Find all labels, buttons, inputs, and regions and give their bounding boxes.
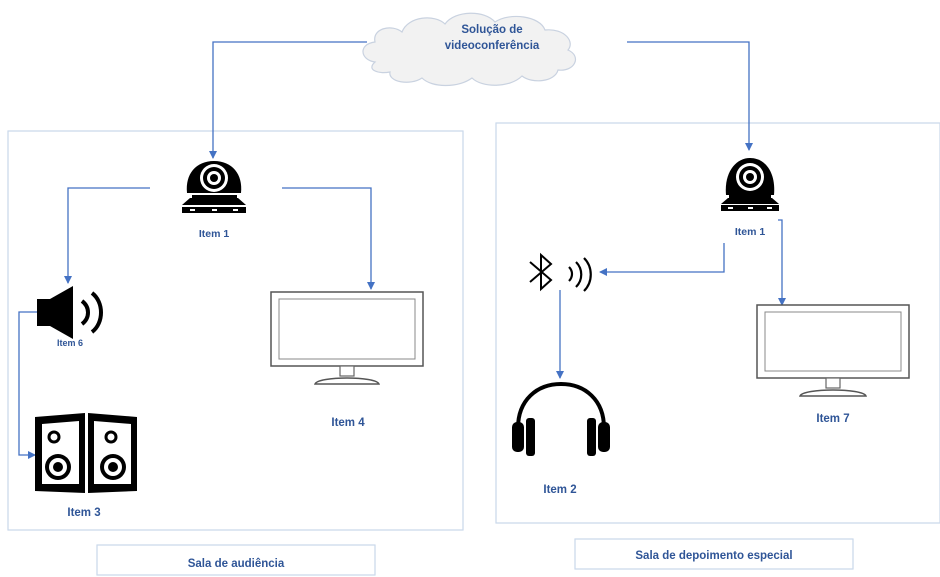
cloud-icon <box>362 12 577 87</box>
connector-cloud-to-camera-right <box>627 41 753 151</box>
room-depoimento-caption-box <box>574 538 854 570</box>
cloud-label-line1: Solução de <box>461 24 522 36</box>
connector-camera-to-bluetooth <box>599 243 725 276</box>
room-depoimento-caption: Sala de depoimento especial <box>635 550 792 562</box>
monitor-right-label: Item 7 <box>816 413 849 425</box>
speakers-label: Item 3 <box>67 507 100 519</box>
connector-camera-to-monitor-right <box>778 219 786 306</box>
camera-right-label: Item 1 <box>735 226 766 238</box>
speaker-icon <box>37 286 103 339</box>
room-audiencia-caption-box <box>96 544 376 576</box>
monitor-icon-left <box>270 291 424 385</box>
connector-camera-to-monitor-left <box>282 187 375 290</box>
monitor-icon-right <box>756 304 910 397</box>
webcam-icon-right <box>721 158 779 211</box>
webcam-icon-left <box>182 161 246 213</box>
headphones-label: Item 2 <box>543 484 576 496</box>
camera-left-label: Item 1 <box>199 228 230 240</box>
speakers-icon <box>35 413 137 493</box>
bluetooth-icon <box>529 252 592 292</box>
headphones-icon <box>512 381 610 456</box>
room-audiencia-caption: Sala de audiência <box>188 558 285 570</box>
monitor-left-label: Item 4 <box>331 417 365 429</box>
connector-speaker-to-speakers <box>18 311 37 459</box>
connector-camera-to-speaker <box>64 187 150 284</box>
cloud-label-line2: videoconferência <box>445 40 540 52</box>
connector-cloud-to-camera-left <box>209 41 367 159</box>
speaker-label: Item 6 <box>57 338 83 348</box>
